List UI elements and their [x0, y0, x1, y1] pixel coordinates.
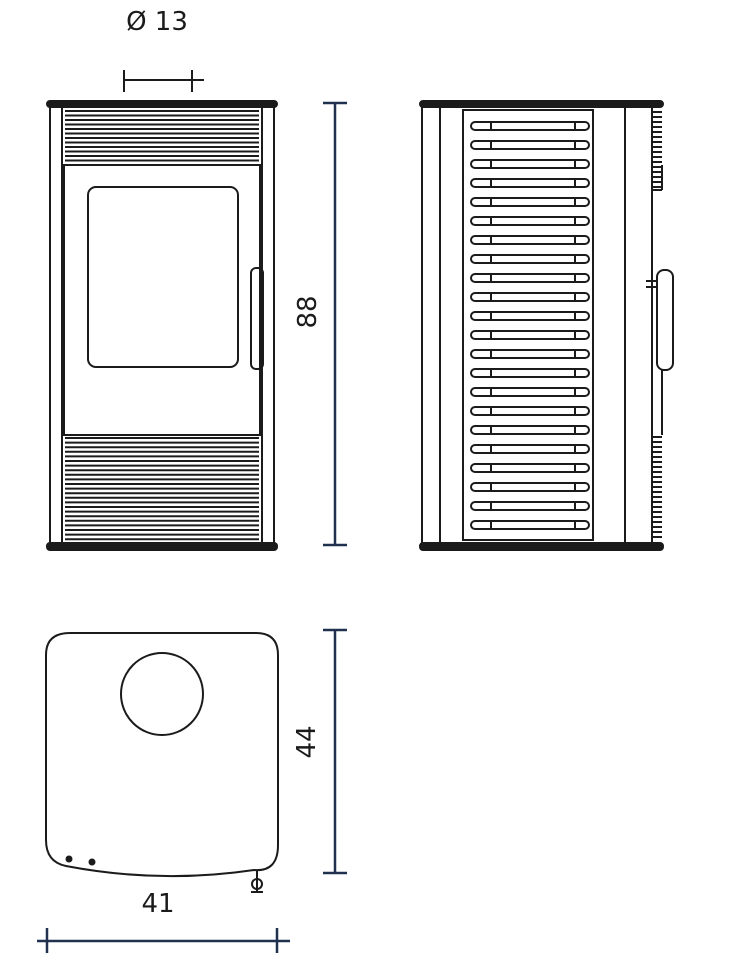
- side-louver: [470, 178, 590, 188]
- side-louver: [470, 140, 590, 150]
- side-louver: [470, 406, 590, 416]
- top-view-knob: [251, 870, 263, 893]
- front-bottom-grille: [65, 437, 259, 541]
- top-view: [45, 632, 279, 893]
- side-door-handle: [656, 269, 674, 371]
- depth-label: 44: [292, 725, 322, 758]
- side-body: [421, 106, 653, 544]
- side-louver: [470, 463, 590, 473]
- side-base-plate: [419, 542, 664, 551]
- side-louver: [470, 121, 590, 131]
- side-louver: [470, 330, 590, 340]
- top-view-outline: [45, 632, 279, 878]
- height-label: 88: [293, 295, 323, 328]
- side-louver: [470, 501, 590, 511]
- side-louver: [470, 482, 590, 492]
- flue-diameter-label: Ø 13: [126, 7, 188, 37]
- front-body: [61, 106, 263, 544]
- flue-outlet-circle: [120, 652, 204, 736]
- side-louver: [470, 235, 590, 245]
- height-dimension: [323, 101, 347, 547]
- top-view-pin-left: [65, 855, 73, 863]
- side-louver: [470, 254, 590, 264]
- width-label: 41: [141, 889, 174, 919]
- front-view: [46, 100, 278, 551]
- side-louver: [470, 273, 590, 283]
- front-base-plate: [46, 542, 278, 551]
- side-louver: [470, 159, 590, 169]
- width-dimension: [37, 928, 290, 953]
- depth-dimension: [323, 628, 347, 875]
- side-louver: [470, 520, 590, 530]
- top-view-pin-right: [88, 858, 96, 866]
- front-door-glass: [87, 186, 239, 368]
- side-louver: [470, 444, 590, 454]
- side-louver: [470, 425, 590, 435]
- front-door: [63, 164, 261, 436]
- side-louver: [470, 197, 590, 207]
- side-louver: [470, 216, 590, 226]
- side-louver: [470, 349, 590, 359]
- side-louver: [470, 292, 590, 302]
- side-louver-panel: [462, 109, 594, 541]
- side-louvers: [470, 121, 590, 530]
- side-edge-ribs: [652, 111, 663, 538]
- flue-diameter-dimension: [123, 70, 204, 92]
- side-louver: [470, 368, 590, 378]
- side-view: [419, 100, 674, 551]
- side-louver: [470, 311, 590, 321]
- front-top-grille: [65, 110, 259, 162]
- front-left-panel: [49, 106, 63, 544]
- front-door-handle: [250, 267, 264, 370]
- side-louver: [470, 387, 590, 397]
